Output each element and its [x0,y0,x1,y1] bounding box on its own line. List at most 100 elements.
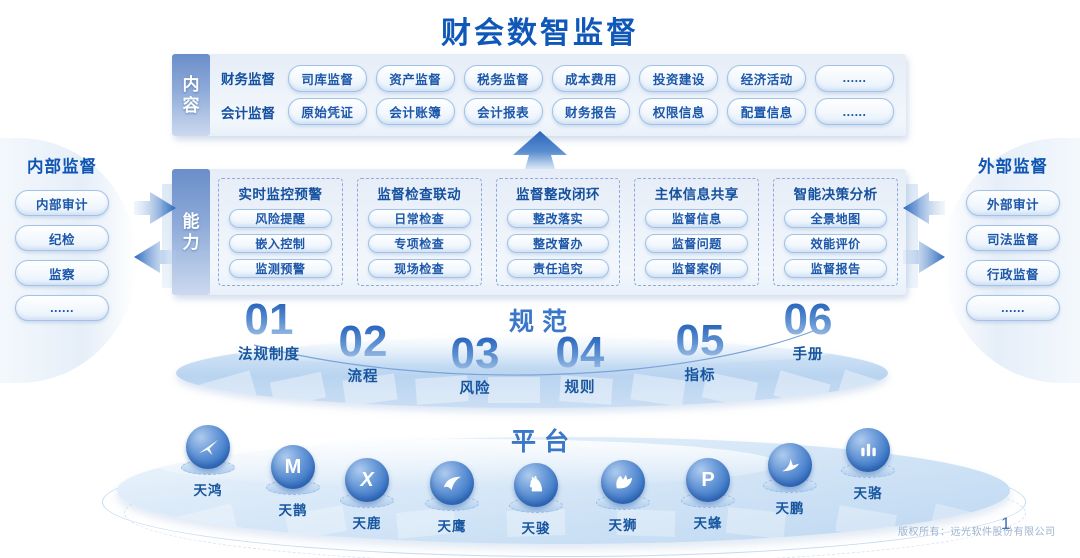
capability-pill: 专项检查 [367,234,471,253]
column-title: 实时监控预警 [238,187,323,202]
capability-pill: 监测预警 [229,259,332,278]
capability-pill: 全景地图 [784,209,887,228]
platform-item: X 天鹿 [333,458,401,532]
standard-item: 05 指标 [645,316,755,385]
external-pill: 行政监督 [966,260,1060,286]
standard-item: 03 风险 [420,329,530,398]
standard-number: 02 [338,317,388,366]
content-pill-more: ...... [815,98,895,126]
internal-pill: 内部审计 [15,190,109,216]
content-pill: 司库监督 [288,64,367,92]
platform-label: 天鹏 [775,501,805,516]
capability-column-realtime: 实时监控预警 风险提醒 嵌入控制 监测预警 [218,178,343,286]
content-pill: 资产监督 [375,64,455,92]
platform-item: P 天蜂 [674,458,742,532]
standard-label: 法规制度 [238,347,300,364]
panel-title: 外部监督 [978,158,1048,176]
row-label: 会计监督 [221,105,275,121]
content-pill: 投资建设 [639,64,719,92]
capability-pill: 嵌入控制 [229,234,332,253]
bee-icon: P [686,458,730,502]
capability-pill: 风险提醒 [229,209,332,228]
capability-column-sharing: 主体信息共享 监督信息 监督问题 监督案例 [634,178,760,286]
standard-number: 04 [555,328,605,377]
capability-pill: 日常检查 [367,209,471,228]
content-pill: 会计报表 [463,98,543,126]
standard-label: 流程 [347,369,379,386]
standard-number: 03 [450,329,500,378]
platform-label: 天鸿 [193,483,223,498]
platform-item: 天鸿 [174,425,242,499]
horse-icon: ♞ [514,463,558,507]
capability-pill: 责任追究 [506,259,610,278]
content-pill: 配置信息 [727,98,807,126]
capability-column-analysis: 智能决策分析 全景地图 效能评价 监督报告 [773,178,898,286]
right-exchange-arrows-icon [903,192,945,273]
capability-pill: 整改落实 [506,209,610,228]
external-pill: 司法监督 [966,225,1060,251]
left-exchange-arrows-icon [134,192,176,273]
content-pill: 财务报告 [551,98,631,126]
platform-item: 天鹏 [756,443,824,517]
standard-label: 风险 [459,381,491,398]
standard-label: 手册 [792,347,824,364]
bird-icon [186,425,230,469]
content-pill-more: ...... [815,64,895,92]
capability-column-rectification: 监督整改闭环 整改落实 整改督办 责任追究 [495,178,621,286]
platform-label: 天骆 [853,486,883,501]
external-pill: 外部审计 [966,190,1060,216]
content-section: 内容 财务监督 司库监督 资产监督 税务监督 成本费用 投资建设 经济活动 ..… [172,54,906,136]
standard-label: 规则 [564,380,596,397]
capability-pill: 效能评价 [784,234,887,253]
pill-strip: 司库监督 资产监督 税务监督 成本费用 投资建设 经济活动 ...... [288,64,895,92]
internal-pill-more: ...... [15,295,109,321]
platform-label: 天狮 [608,518,638,533]
standard-number: 06 [783,295,833,344]
content-row-finance: 财务监督 司库监督 资产监督 税务监督 成本费用 投资建设 经济活动 .....… [216,64,895,92]
magpie-icon: M [271,445,315,489]
standard-item: 04 规则 [525,328,635,397]
external-supervision-panel: 外部监督 外部审计 司法监督 行政监督 ...... [951,153,1075,330]
content-pill: 原始凭证 [288,98,367,126]
deer-icon: X [345,458,389,502]
capability-pill: 监督信息 [645,209,749,228]
up-arrow-icon [513,131,567,169]
platform-title: 平台 [510,428,577,456]
standard-item: 02 流程 [308,317,418,386]
internal-supervision-panel: 内部监督 内部审计 纪检 监察 ...... [0,153,124,330]
platform-label: 天蜂 [693,516,723,531]
content-pill: 权限信息 [639,98,719,126]
peng-icon [768,443,812,487]
standard-label: 指标 [684,368,716,385]
standard-item: 01 法规制度 [214,297,324,364]
platform-item: 天骆 [834,428,902,502]
column-title: 监督整改闭环 [515,187,600,202]
platform-label: 天鹰 [437,519,467,534]
column-title: 监督检查联动 [377,187,462,202]
content-tab: 内容 [172,54,210,136]
standard-number: 05 [675,316,725,365]
capability-pill: 监督报告 [784,259,887,278]
capability-pill: 整改督办 [506,234,610,253]
standards-title: 规范 [508,308,575,336]
row-label: 财务监督 [221,72,275,88]
content-pill: 经济活动 [727,64,807,92]
eagle-icon [430,461,474,505]
platform-item: ♞ 天骏 [502,463,570,537]
panel-title: 内部监督 [27,158,97,176]
platform-item: M 天鹊 [259,445,327,519]
column-title: 智能决策分析 [793,187,878,202]
capability-tab-label: 能力 [182,212,200,252]
copyright-text: 版权所有：远光软件股份有限公司 [898,527,1056,538]
capability-column-inspection: 监督检查联动 日常检查 专项检查 现场检查 [356,178,482,286]
content-tab-label: 内容 [182,75,200,115]
content-row-accounting: 会计监督 原始凭证 会计账簿 会计报表 财务报告 权限信息 配置信息 .....… [216,98,895,126]
capability-pill: 监督问题 [645,234,749,253]
external-pill-more: ...... [966,295,1060,321]
page-number: 1 [1001,514,1011,533]
pill-strip: 原始凭证 会计账簿 会计报表 财务报告 权限信息 配置信息 ...... [288,98,895,126]
platform-label: 天鹊 [278,503,308,518]
camel-icon [846,428,890,472]
platform-item: 天狮 [589,460,657,534]
platform-item: 天鹰 [418,461,486,535]
